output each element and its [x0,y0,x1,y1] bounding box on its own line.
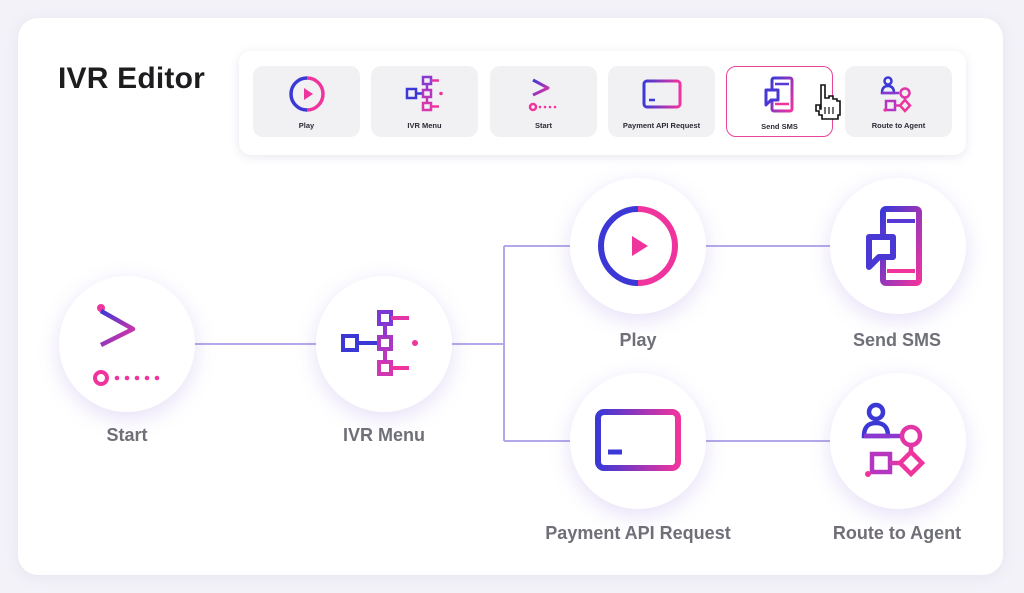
flow-node-label: Play [619,330,657,350]
flow-node-ivr-menu[interactable] [316,276,452,412]
flag-icon [528,78,556,112]
palette-item-label: Play [298,121,315,130]
palette-item-label: Payment API Request [622,121,701,130]
page-title: IVR Editor [58,62,206,95]
sms-phone-icon [866,206,922,286]
flow-node-payment-api-request[interactable] [570,373,706,509]
flow-node-send-sms[interactable] [830,178,966,314]
palette-item-label: IVR Menu [407,121,442,130]
flow-node-route-to-agent[interactable] [830,373,966,509]
payment-card-icon [642,79,681,109]
palette-item-label: Route to Agent [871,121,926,130]
palette-item-route-to-agent[interactable]: Route to Agent [845,66,952,137]
palette-item-ivr-menu[interactable]: IVR Menu [371,66,478,137]
hand-pointer-icon [815,84,841,120]
flow-node-label: Send SMS [852,330,942,350]
flow-node-play[interactable] [570,178,706,314]
play-icon [288,76,325,112]
route-agent-icon [880,76,912,113]
palette-item-label: Start [534,121,553,130]
node-palette: Play IVR Menu Start [239,51,966,155]
flow-node-label: Payment API Request [545,523,731,543]
flag-icon [93,304,160,386]
palette-item-send-sms[interactable]: Send SMS [726,66,833,137]
ivr-menu-icon [405,75,443,112]
flow-node-start[interactable] [59,276,195,412]
flow-node-label: IVR Menu [342,425,426,445]
ivr-menu-icon [341,310,418,376]
flow-node-label: Start [106,425,148,445]
payment-card-icon [595,409,681,471]
palette-item-start[interactable]: Start [490,66,597,137]
palette-item-label: Send SMS [761,122,798,131]
palette-item-payment-api-request[interactable]: Payment API Request [608,66,715,137]
play-icon [598,206,678,286]
flow-node-label: Route to Agent [832,523,962,543]
route-agent-icon [861,402,926,478]
sms-phone-icon [764,76,793,113]
palette-item-play[interactable]: Play [253,66,360,137]
